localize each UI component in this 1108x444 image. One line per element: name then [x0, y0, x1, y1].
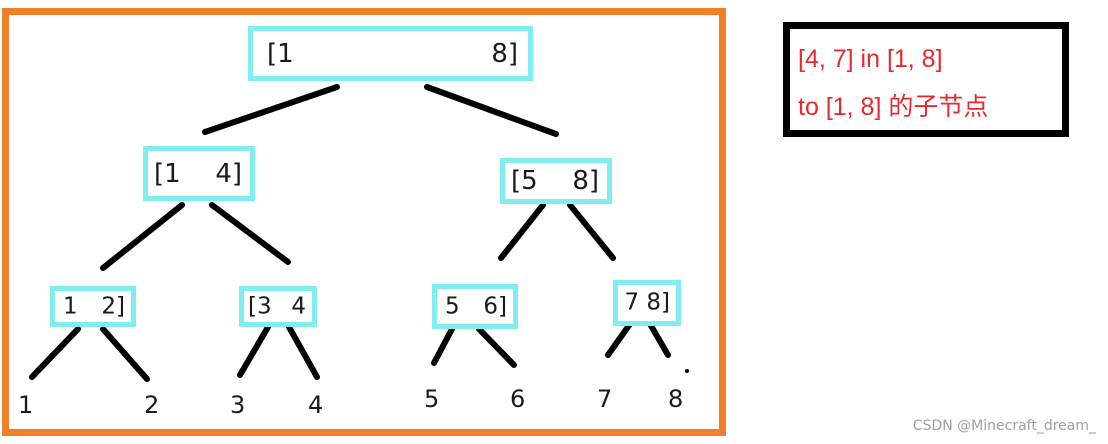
edge-5-8-left — [498, 202, 546, 261]
node-1-4-left: [1 — [154, 158, 181, 189]
node-1-4-right: 4] — [215, 158, 242, 189]
edge-3-4-left — [237, 324, 271, 378]
leaf-5: 5 — [424, 385, 440, 413]
node-1-4: [1 4] — [143, 146, 255, 201]
node-5-6: 5 6] — [432, 284, 518, 329]
query-note: [4, 7] in [1, 8] to [1, 8] 的子节点 — [783, 22, 1069, 137]
node-1-2: 1 2] — [50, 286, 136, 327]
leaf-8-dot — [685, 369, 689, 373]
node-5-8-left: [5 — [511, 166, 538, 196]
node-1-8-right: 8] — [491, 38, 518, 69]
node-3-4: [3 4 — [239, 286, 317, 327]
query-note-line2: to [1, 8] 的子节点 — [798, 93, 989, 121]
edge-1-4-left — [100, 202, 185, 271]
node-1-2-right: 2] — [101, 293, 125, 319]
edge-root-left — [202, 84, 340, 135]
node-5-8: [5 8] — [500, 158, 612, 204]
node-1-8: [1 8] — [248, 26, 533, 81]
node-5-6-right: 6] — [483, 293, 507, 319]
leaf-8: 8 — [668, 385, 684, 413]
watermark: CSDN @Minecraft_dream_ — [912, 418, 1096, 434]
edge-1-2-right — [100, 326, 150, 382]
leaf-7: 7 — [597, 385, 613, 413]
node-1-8-left: [1 — [267, 38, 294, 69]
leaf-3: 3 — [230, 391, 246, 419]
node-3-4-right: 4 — [291, 293, 306, 319]
edge-5-6-left — [431, 326, 455, 366]
leaf-2: 2 — [144, 391, 160, 419]
node-7-8: 7 8] — [613, 280, 681, 326]
edge-3-4-right — [286, 324, 320, 380]
edge-1-4-right — [209, 202, 291, 265]
node-5-8-right: 8] — [572, 166, 599, 196]
leaf-4: 4 — [308, 391, 324, 419]
leaf-6: 6 — [510, 385, 526, 413]
query-note-line1: [4, 7] in [1, 8] — [798, 45, 943, 73]
leaf-1: 1 — [18, 391, 34, 419]
node-3-4-left: [3 — [248, 293, 272, 319]
node-7-8-right: 7 8] — [624, 289, 670, 316]
edge-root-right — [424, 84, 559, 137]
edge-7-8-left — [605, 321, 633, 358]
node-5-6-left: 5 — [445, 293, 460, 319]
edge-5-6-right — [476, 326, 517, 368]
edge-1-2-left — [29, 326, 81, 380]
edge-7-8-right — [647, 321, 671, 358]
node-1-2-left: 1 — [63, 293, 78, 319]
edge-5-8-right — [567, 202, 616, 261]
